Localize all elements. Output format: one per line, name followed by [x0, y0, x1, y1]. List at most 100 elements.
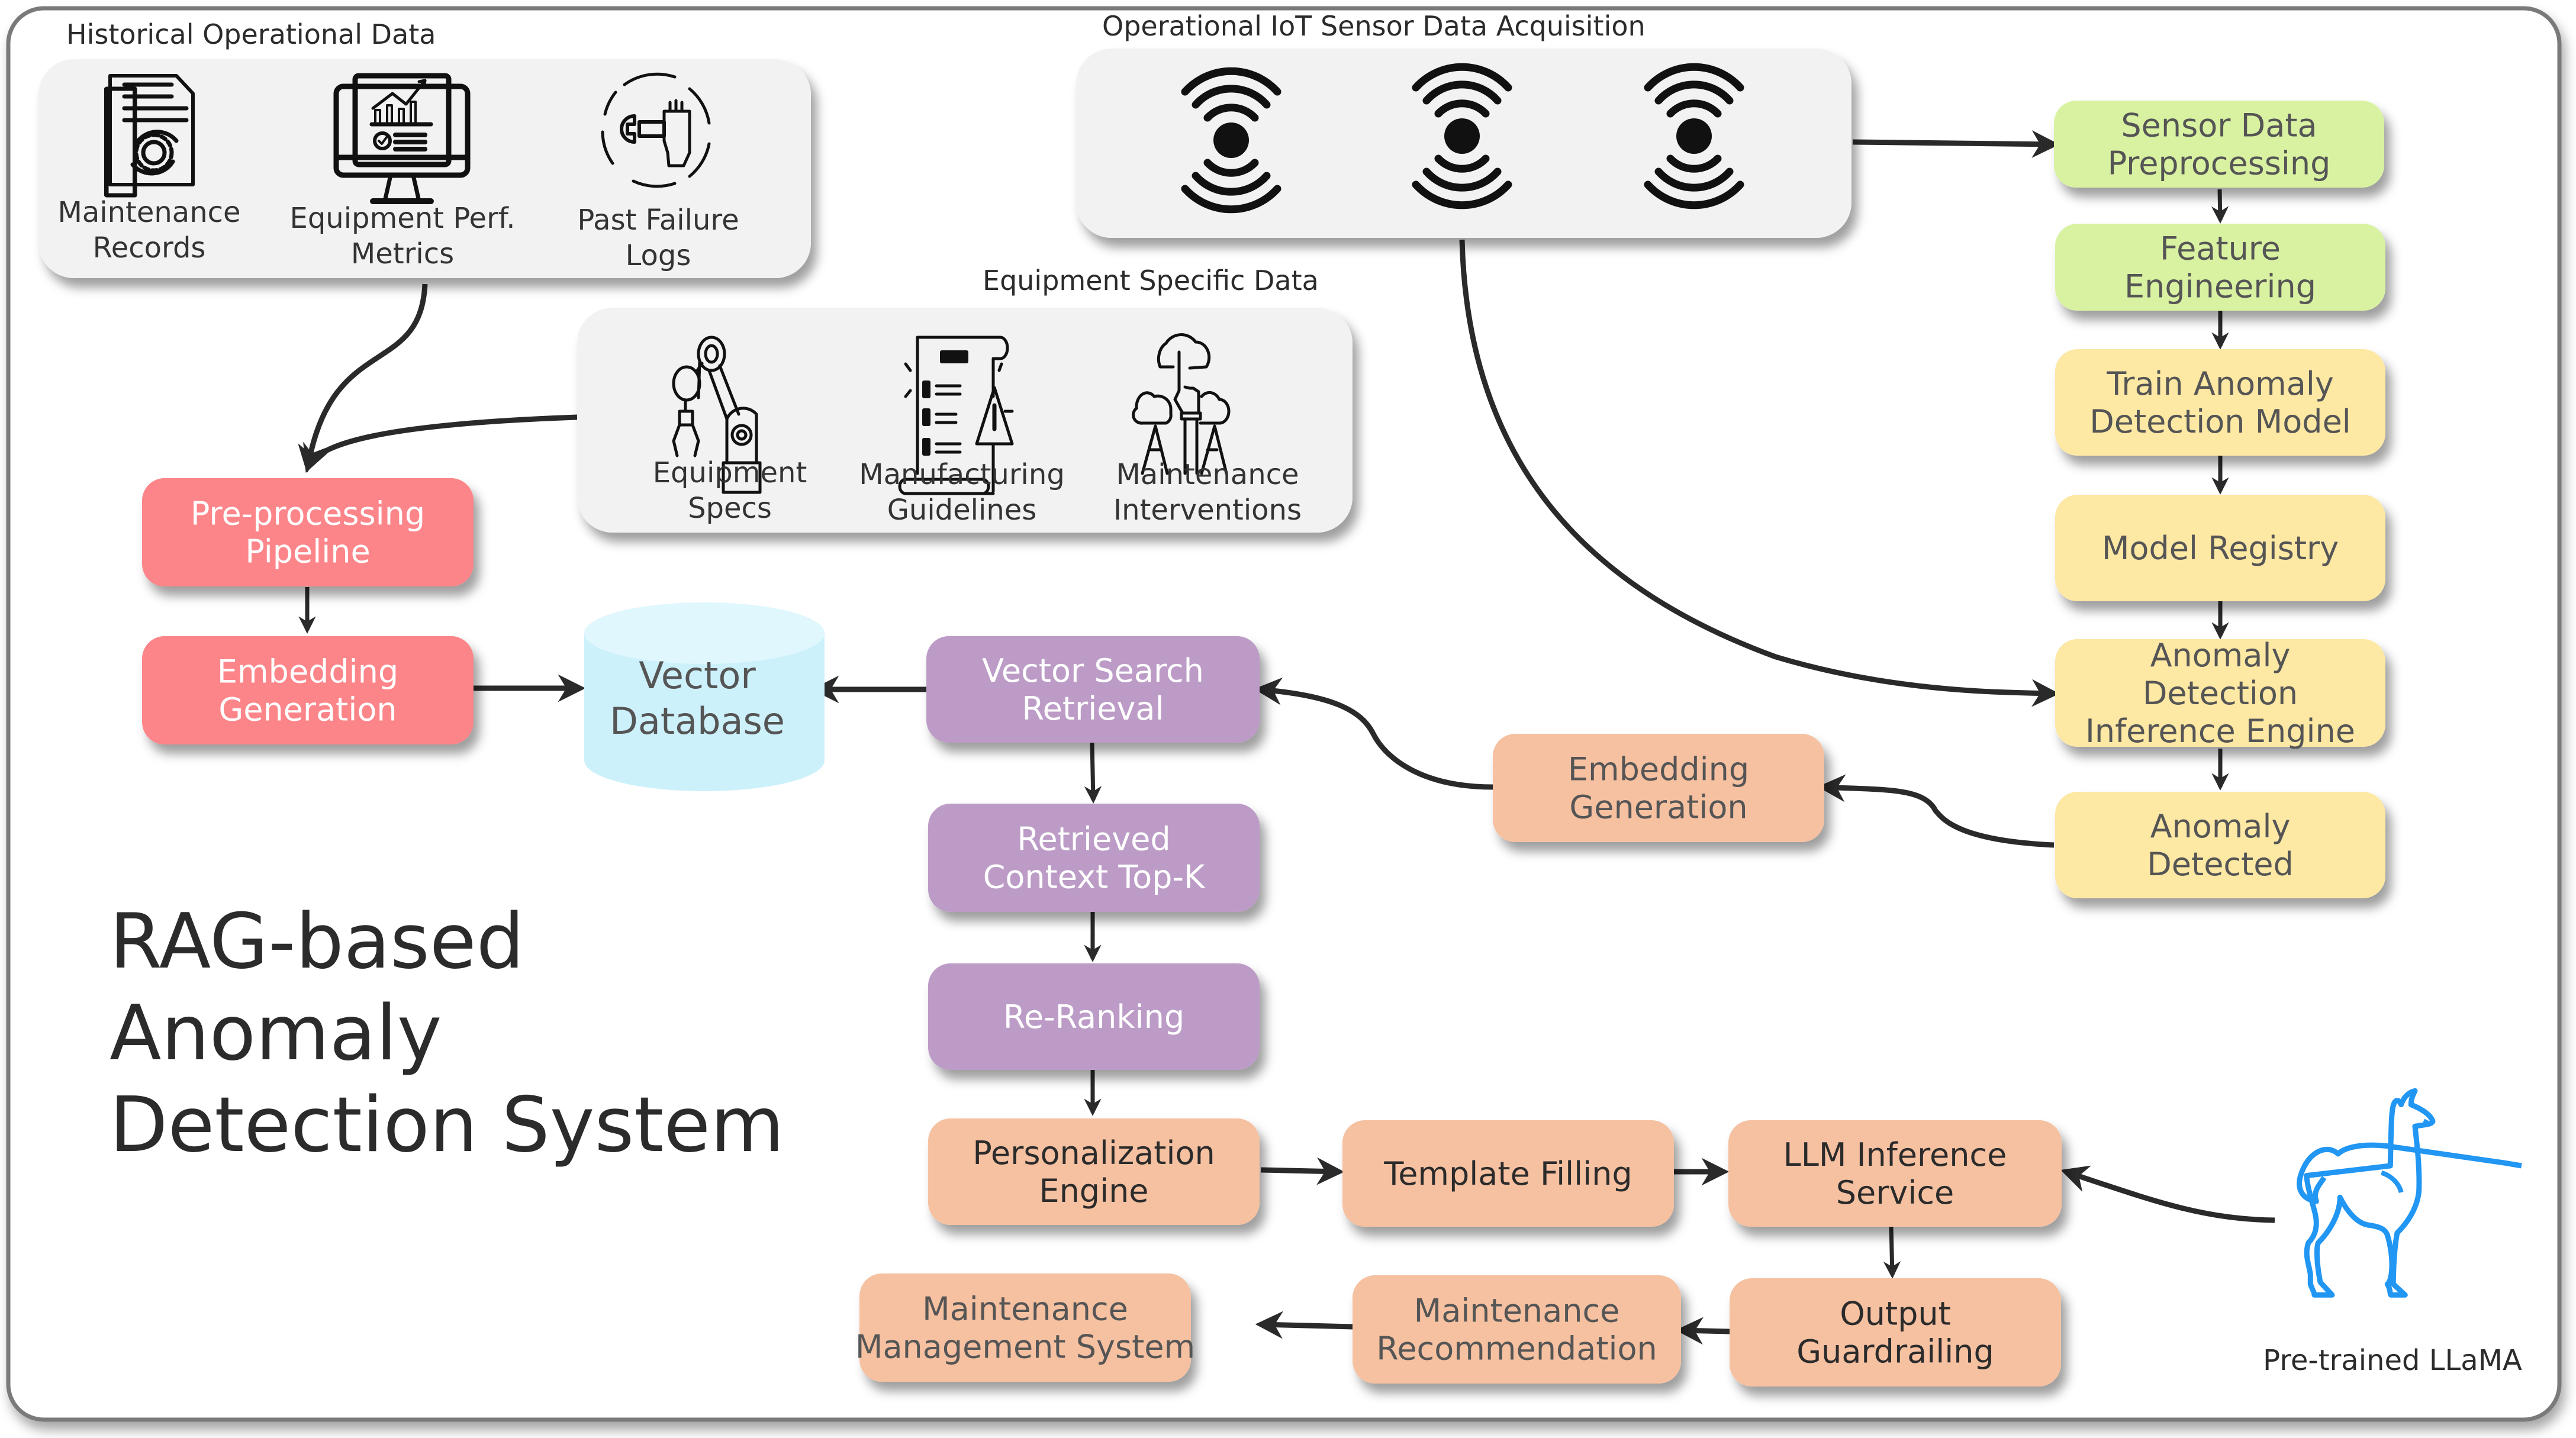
node-label: Embedding [217, 653, 398, 691]
failure-cycle-wrench-icon [601, 72, 711, 188]
node-label: Anomaly [2150, 637, 2291, 674]
label-manufacturing-1: Manufacturing [859, 458, 1065, 491]
node-label: Engine [1039, 1172, 1148, 1210]
node-label: Generation [218, 691, 397, 728]
node-label: LLM Inference [1783, 1136, 2007, 1173]
label-equipment-perf-2: Metrics [351, 237, 454, 270]
label-equipment-perf-1: Equipment Perf. [290, 202, 516, 235]
vector-database-label-1: Vector [639, 654, 756, 697]
node-box [926, 636, 1260, 743]
nodes: Pre-processingPipelineEmbeddingGeneratio… [142, 101, 2385, 1387]
node-box [2055, 639, 2385, 747]
node-label: Feature [2160, 230, 2281, 267]
edges [298, 130, 2275, 1345]
edge-llama-to-llm [2060, 1165, 2275, 1223]
node-label: Model Registry [2102, 530, 2339, 567]
node-box [928, 804, 1260, 912]
label-past-failure-2: Logs [626, 239, 691, 272]
edge-embedding-to-vectorsearch [1254, 677, 1493, 790]
node-label: Detected [2147, 846, 2294, 883]
equipment-item-labels: Equipment Specs Manufacturing Guidelines… [653, 456, 1302, 527]
edge-recommendation-to-management [1255, 1311, 1353, 1339]
node-label: Sensor Data [2121, 107, 2317, 144]
node-box [2055, 792, 2385, 898]
edge-llm-to-guardrailing [1883, 1226, 1901, 1279]
performance-monitor-icon [333, 73, 471, 204]
vector-database-cylinder [584, 633, 825, 791]
sensor-signal-icon [1412, 63, 1512, 209]
label-past-failure-1: Past Failure [577, 204, 739, 237]
node-box [142, 636, 474, 744]
vector-database-label-2: Database [610, 699, 785, 743]
node-box [2055, 495, 2385, 601]
node-box [928, 1118, 1260, 1225]
sensor-signal-icon [1181, 67, 1281, 214]
node-box [2054, 101, 2384, 188]
node-label: Anomaly [2150, 808, 2291, 845]
iot-sensor-section: Operational IoT Sensor Data Acquisition [1076, 10, 1852, 238]
node-label: Pipeline [245, 533, 370, 570]
historical-panel [38, 59, 811, 278]
node-model-registry[interactable]: Model Registry [2055, 495, 2385, 601]
diagram-title: RAG-based Anomaly Detection System [110, 898, 784, 1169]
iot-section-title: Operational IoT Sensor Data Acquisition [1102, 10, 1646, 42]
node-box [859, 1273, 1191, 1382]
label-equipment-specs-2: Specs [688, 492, 772, 525]
node-re-ranking[interactable]: Re-Ranking [928, 963, 1260, 1070]
node-label: Recommendation [1376, 1330, 1657, 1368]
cloud-hand-icon [1132, 333, 1231, 475]
sensor-signal-icon [1644, 63, 1744, 209]
node-template-filling[interactable]: Template Filling [1342, 1120, 1674, 1227]
label-manufacturing-2: Guidelines [887, 494, 1037, 527]
robot-arm-icon [672, 336, 762, 494]
node-box [2055, 224, 2385, 311]
edge-personalization-to-template [1260, 1157, 1345, 1185]
edge-guardrailing-to-recommendation [1675, 1317, 1730, 1345]
node-box [1728, 1120, 2062, 1227]
equipment-data-section: Equipment Specific Data [577, 265, 1353, 533]
node-label: Inference Engine [2085, 712, 2355, 750]
node-box [1342, 1120, 1674, 1227]
vector-database-node[interactable]: Vector Database [584, 602, 825, 791]
edge-iot-to-inference-engine [1459, 239, 2060, 707]
pretrained-llama: Pre-trained LLaMA [2263, 1088, 2522, 1377]
node-label: Context Top-K [983, 859, 1206, 896]
title-line-2: Anomaly [110, 989, 442, 1078]
vector-database-top [584, 602, 825, 664]
label-maintenance-records-1: Maintenance [57, 196, 240, 229]
node-label: Maintenance [922, 1291, 1128, 1328]
historical-section-title: Historical Operational Data [66, 18, 436, 50]
historical-data-section: Historical Operational Data [38, 18, 811, 278]
label-maintenance-interventions-2: Interventions [1113, 494, 1302, 527]
node-label: Template Filling [1383, 1155, 1632, 1192]
edge-iot-to-sensor-preprocessing [1852, 130, 2060, 158]
node-box [142, 478, 474, 586]
node-label: Detection [2143, 675, 2298, 712]
edge-historical-to-preprocessing [298, 283, 428, 473]
title-line-3: Detection System [110, 1081, 784, 1169]
label-maintenance-records-2: Records [93, 231, 206, 265]
node-label: Retrieved [1017, 821, 1170, 858]
node-box [1730, 1278, 2061, 1387]
node-box [1353, 1275, 1681, 1384]
node-label: Service [1836, 1174, 1954, 1211]
edge-detected-to-embedding [1817, 774, 2055, 848]
node-label: Generation [1569, 789, 1747, 826]
node-box [928, 963, 1260, 1070]
